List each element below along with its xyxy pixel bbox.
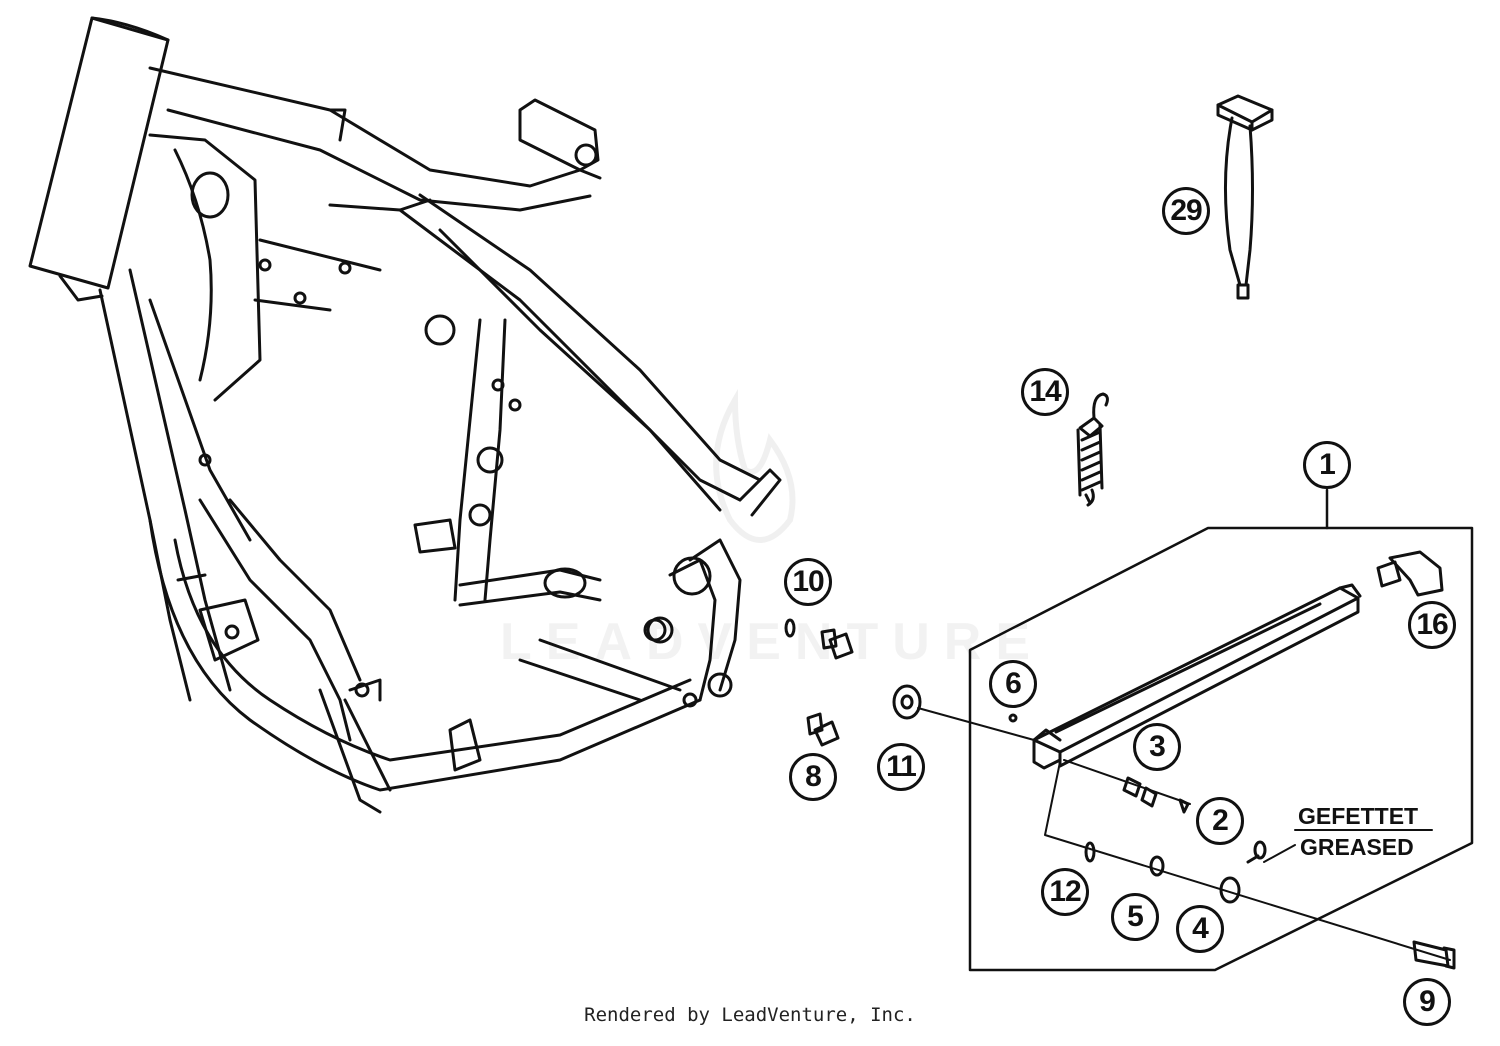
callout-label: 11	[886, 750, 917, 783]
callout-14[interactable]: 14	[1021, 368, 1069, 416]
note-greased: GREASED	[1300, 834, 1414, 860]
callout-label: 10	[792, 565, 824, 598]
callout-8[interactable]: 8	[789, 753, 837, 801]
callout-4[interactable]: 4	[1176, 905, 1224, 953]
callout-label: 5	[1127, 900, 1144, 933]
part-16-cap	[1376, 550, 1444, 597]
small-hardware	[784, 618, 1456, 970]
note-gefettet: GEFETTET	[1298, 803, 1419, 829]
callout-12[interactable]: 12	[1041, 868, 1089, 916]
footer-credit: Rendered by LeadVenture, Inc.	[584, 1004, 916, 1026]
watermark-logo	[713, 388, 796, 543]
callout-1[interactable]: 1	[1303, 441, 1351, 489]
callout-10[interactable]: 10	[784, 558, 832, 606]
callout-9[interactable]: 9	[1403, 978, 1451, 1026]
callout-2[interactable]: 2	[1196, 797, 1244, 845]
callout-label: 3	[1149, 730, 1166, 763]
part-1-bracket	[968, 488, 1474, 972]
watermark-text: LEADVENTURE	[500, 613, 1045, 671]
callout-label: 9	[1419, 985, 1436, 1018]
part-14-spring	[1076, 392, 1109, 507]
callout-label: 1	[1319, 448, 1336, 481]
callout-label: 14	[1029, 375, 1061, 408]
callout-16[interactable]: 16	[1408, 601, 1456, 649]
callout-29[interactable]: 29	[1162, 187, 1210, 235]
callout-3[interactable]: 3	[1133, 723, 1181, 771]
frame-illustration	[28, 16, 782, 814]
callout-label: 6	[1005, 667, 1022, 700]
part-3-side-stand	[1032, 583, 1362, 770]
callout-label: 12	[1049, 875, 1081, 908]
callout-label: 8	[805, 760, 822, 793]
callout-label: 29	[1170, 194, 1202, 227]
callout-6[interactable]: 6	[989, 660, 1037, 708]
callout-5[interactable]: 5	[1111, 893, 1159, 941]
callout-label: 16	[1416, 608, 1448, 641]
callout-label: 2	[1212, 804, 1229, 837]
callout-11[interactable]: 11	[877, 743, 925, 791]
callout-label: 4	[1192, 912, 1209, 945]
part-29-strap	[1216, 94, 1274, 300]
